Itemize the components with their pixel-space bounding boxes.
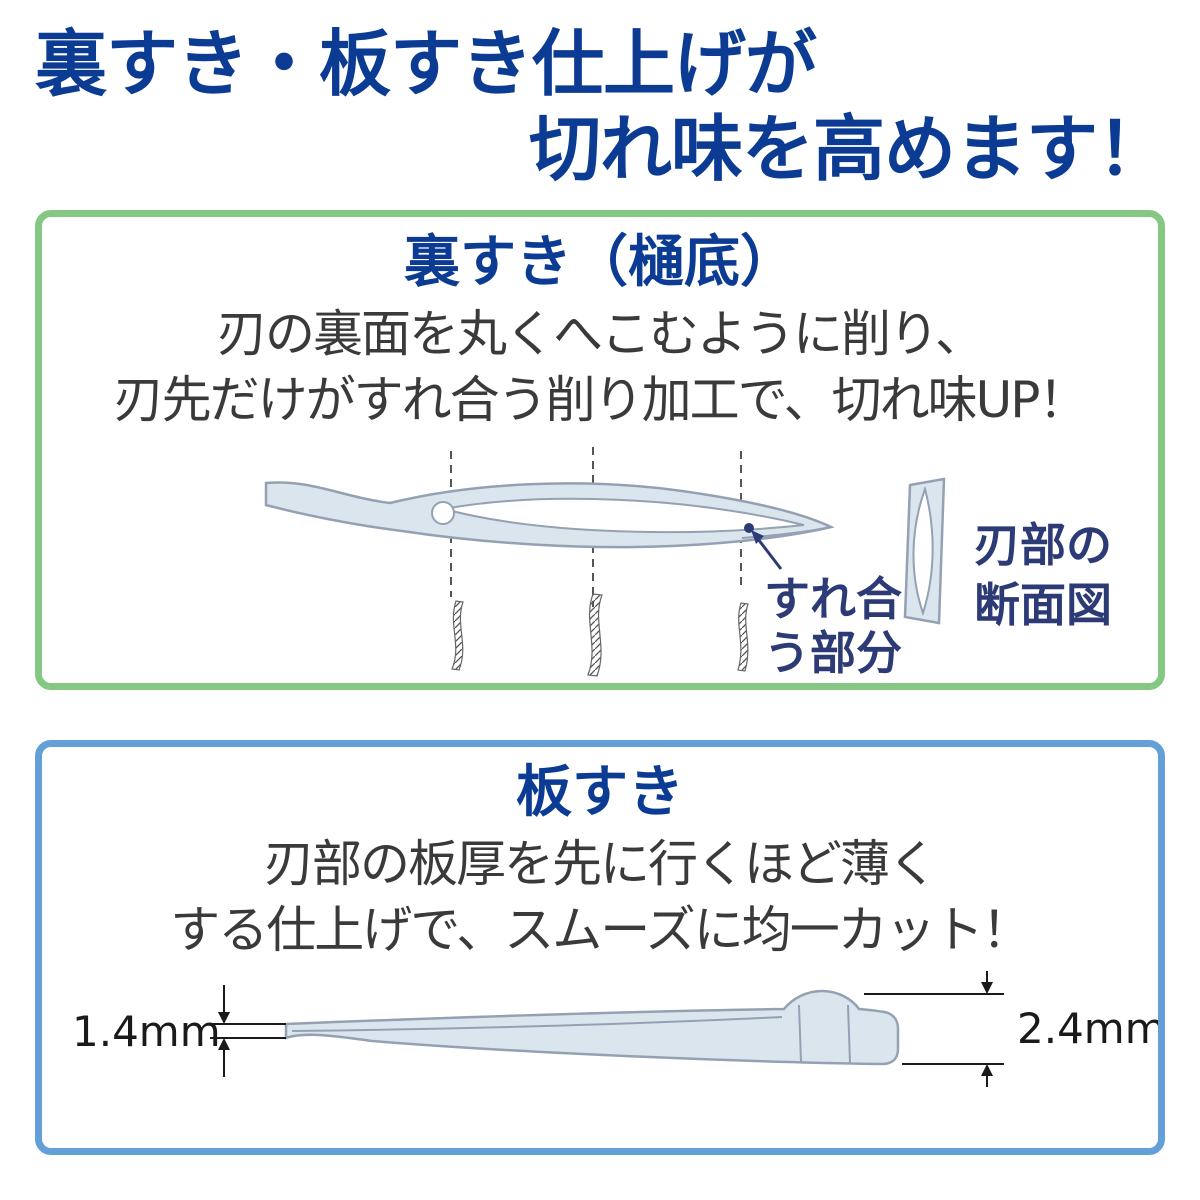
section-figure-label-line1: 刃部の (974, 518, 1112, 572)
cross-section-lens (912, 485, 934, 617)
urasuki-desc-line1: 刃の裏面を丸くへこむように削り、 (217, 305, 985, 364)
tip-thickness-label: 1.4mm (72, 1007, 221, 1056)
blade-side-profile (284, 990, 900, 1066)
pivot-boss-line-left (798, 1005, 802, 1063)
headline-line2: 切れ味を高めます！ (528, 106, 1169, 191)
itasuki-diagram: 1.4mm 2.4mm (72, 971, 1158, 1088)
panel-itasuki-description: 刃部の板厚を先に行くほど薄く する仕上げで、スムーズに均一カット！ (42, 831, 1158, 963)
blade-cross-section-figure (903, 477, 946, 625)
urasuki-diagram: すれ合 う部分 刃部の 断面図 (264, 447, 1112, 680)
headline-line1: 裏すき・板すき仕上げが (35, 22, 817, 106)
panel-itasuki: 板すき 刃部の板厚を先に行くほど薄く する仕上げで、スムーズに均一カット！ 1.… (35, 739, 1165, 1155)
pivot-boss-line-right (847, 1005, 851, 1064)
pivot-hole (431, 501, 455, 526)
cross-section-1 (451, 600, 464, 671)
section-figure-label-line2: 断面図 (974, 578, 1112, 632)
panel-urasuki-description: 刃の裏面を丸くへこむように削り、 刃先だけがすれ合う削り加工で、切れ味UP！ (42, 301, 1158, 433)
hollow-ground-region (443, 498, 805, 534)
base-thickness-dimension: 2.4mm (864, 971, 1158, 1088)
itasuki-desc-line1: 刃部の板厚を先に行くほど薄く (264, 835, 938, 894)
itasuki-desc-line2: する仕上げで、スムーズに均一カット！ (170, 901, 1031, 960)
cross-section-2 (587, 593, 603, 677)
panel-itasuki-title: 板すき (516, 759, 684, 825)
contact-label-line1: すれ合 (764, 572, 902, 626)
contact-leader-arrowhead (751, 530, 764, 545)
urasuki-desc-line2: 刃先だけがすれ合う削り加工で、切れ味UP！ (113, 371, 1089, 430)
tip-thickness-dimension: 1.4mm (72, 985, 286, 1078)
cross-section-3 (737, 602, 749, 672)
main-headline: 裏すき・板すき仕上げが 切れ味を高めます！ (0, 0, 1200, 192)
base-thickness-label: 2.4mm (1017, 1004, 1158, 1053)
contact-label-line2: う部分 (764, 626, 902, 680)
bevel-line (291, 1016, 783, 1033)
contact-leader-line (756, 538, 783, 571)
panel-urasuki: 裏すき（樋底） 刃の裏面を丸くへこむように削り、 刃先だけがすれ合う削り加工で、… (35, 209, 1165, 690)
panel-urasuki-title: 裏すき（樋底） (404, 229, 796, 295)
